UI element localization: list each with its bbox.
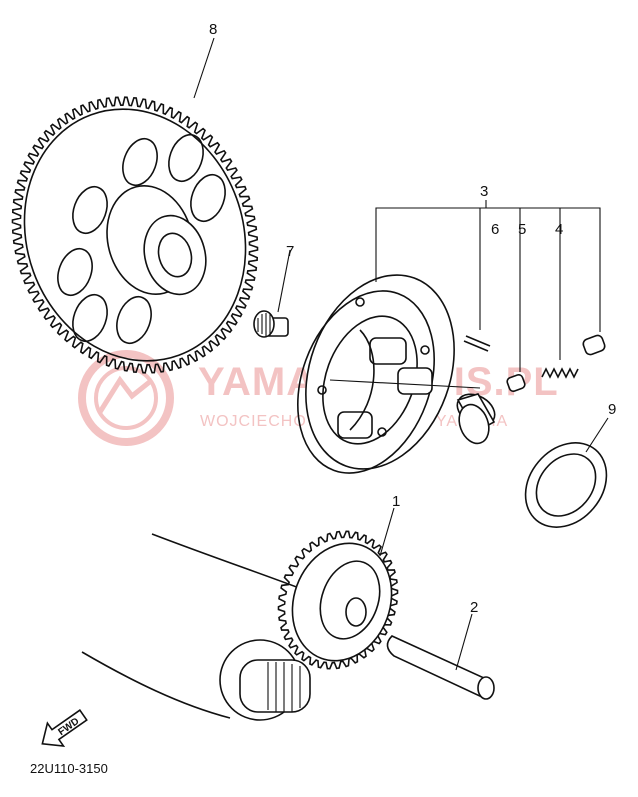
watermark-logo (78, 350, 174, 446)
part-1-starter-wheel-gear (277, 530, 399, 670)
callout-2: 2 (470, 599, 478, 616)
callout-8: 8 (209, 21, 217, 38)
callout-bracket-3 (375, 200, 601, 372)
part-9-washer (524, 442, 608, 528)
callout-4: 4 (555, 221, 563, 238)
callout-labels: 8 3 6 5 4 7 9 1 2 (209, 21, 616, 616)
callout-5: 5 (518, 221, 526, 238)
part-6-roller (456, 335, 496, 445)
part-8-ring-gear (11, 96, 259, 374)
part-4-spring (541, 334, 606, 379)
callout-7: 7 (286, 243, 294, 260)
part-2-shaft (386, 635, 495, 700)
leader-lines (193, 37, 609, 671)
part-7-bolt (253, 310, 289, 338)
fwd-arrow-icon: FWD (41, 709, 88, 748)
crankshaft (81, 533, 321, 721)
diagram-part-number: 22U110-3150 (30, 761, 108, 776)
part-5-pin (506, 374, 526, 392)
callout-9: 9 (608, 401, 616, 418)
callout-6: 6 (491, 221, 499, 238)
callout-3: 3 (480, 183, 488, 200)
callout-1: 1 (392, 493, 400, 510)
part-3-clutch-housing (297, 274, 481, 474)
